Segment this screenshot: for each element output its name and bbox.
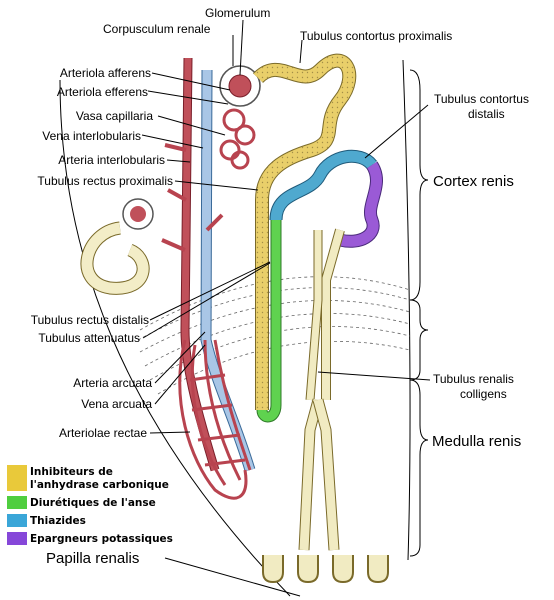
label-arteriola-efferens: Arteriola efferens — [57, 85, 148, 99]
papillary-ducts — [262, 555, 389, 584]
kidney-outline — [59, 59, 411, 597]
label-arteriolae-rectae: Arteriolae rectae — [59, 426, 147, 440]
legend: Inhibiteurs de l'anhydrase carbonique Di… — [7, 465, 173, 545]
legend-label-3: Thiazides — [30, 515, 86, 527]
label-corpusculum-renale: Corpusculum renale — [103, 22, 211, 36]
label-tubulus-rectus-distalis: Tubulus rectus distalis — [31, 313, 149, 327]
legend-swatch-blue — [7, 514, 27, 527]
label-tubulus-contortus-distalis-2: distalis — [468, 107, 505, 121]
capillary-network — [219, 108, 256, 170]
collecting-ducts — [298, 228, 345, 551]
label-vena-interlobularis: Vena interlobularis — [42, 129, 141, 143]
label-cortex-renis: Cortex renis — [433, 173, 514, 190]
legend-swatch-green — [7, 496, 27, 509]
legend-label-4: Epargneurs potassiques — [30, 533, 173, 545]
label-tubulus-renalis-colligens-1: Tubulus renalis — [433, 372, 514, 386]
legend-swatch-purple — [7, 532, 27, 545]
legend-swatch-yellow — [7, 465, 27, 491]
label-tubulus-contortus-distalis-1: Tubulus contortus — [434, 92, 529, 106]
label-tubulus-renalis-colligens-2: colligens — [460, 387, 507, 401]
proximal-convoluted-tubule — [252, 53, 357, 410]
structure-labels: Glomerulum Corpusculum renale Tubulus co… — [31, 6, 529, 567]
region-braces — [409, 69, 429, 557]
legend-label-1b: l'anhydrase carbonique — [30, 479, 169, 491]
second-nephron — [80, 198, 154, 295]
label-arteria-arcuata: Arteria arcuata — [73, 376, 152, 390]
label-arteriola-afferens: Arteriola afferens — [60, 66, 151, 80]
label-papilla-renalis: Papilla renalis — [46, 550, 139, 567]
label-tubulus-attenuatus: Tubulus attenuatus — [38, 331, 140, 345]
label-tubulus-rectus-proximalis: Tubulus rectus proximalis — [37, 174, 173, 188]
label-vasa-capillaria: Vasa capillaria — [76, 109, 153, 123]
leader-lines — [141, 19, 431, 597]
label-medulla-renis: Medulla renis — [432, 433, 521, 450]
label-arteria-interlobularis: Arteria interlobularis — [58, 153, 165, 167]
label-tubulus-contortus-proximalis: Tubulus contortus proximalis — [300, 29, 452, 43]
loop-of-henle — [256, 220, 282, 423]
label-vena-arcuata: Vena arcuata — [81, 397, 152, 411]
legend-label-2: Diurétiques de l'anse — [30, 497, 156, 509]
vasa-recta-network — [178, 339, 252, 500]
legend-label-1a: Inhibiteurs de — [30, 466, 113, 478]
distal-convoluted-tubule — [269, 149, 383, 248]
label-glomerulum: Glomerulum — [205, 6, 270, 20]
